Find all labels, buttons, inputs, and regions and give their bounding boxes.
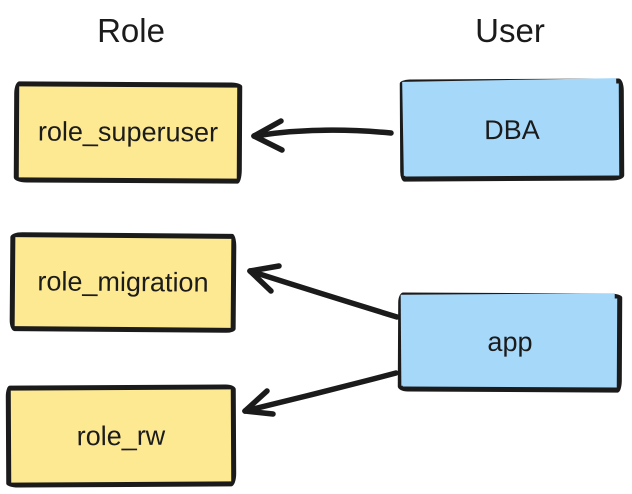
column-title-user: User [475,12,545,49]
arrow-app-to-role-migration [247,263,400,320]
user-box-app-label: app [487,326,533,358]
arrow-app-to-role-rw [242,370,399,417]
role-box-rw: role_rw [5,384,237,488]
user-box-app: app [397,292,623,393]
role-box-rw-label: role_rw [76,420,166,451]
column-title-role: Role [97,12,165,49]
role-box-superuser: role_superuser [13,81,243,184]
role-box-migration-label: role_migration [37,266,209,298]
user-box-dba-label: DBA [484,114,540,145]
role-box-superuser-label: role_superuser [37,116,219,148]
arrow-dba-to-role-superuser [251,118,394,153]
user-box-dba: DBA [399,78,625,182]
role-box-migration: role_migration [9,232,237,333]
